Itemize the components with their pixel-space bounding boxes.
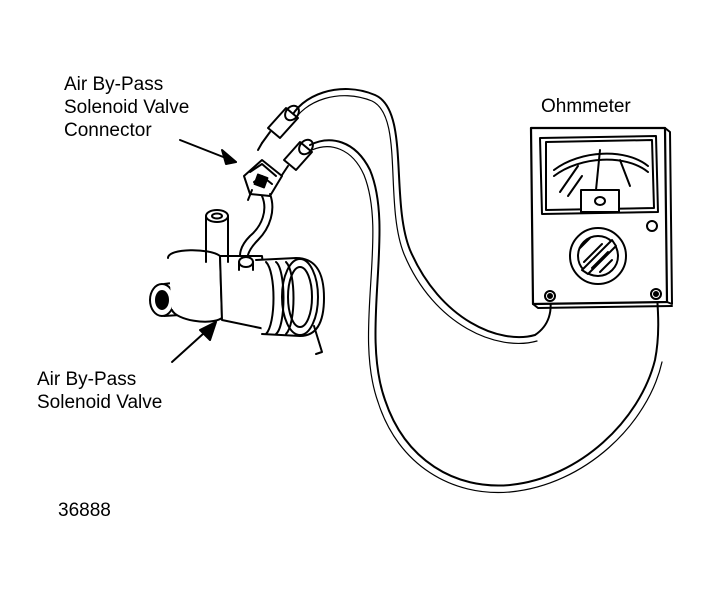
- connector-label-line-3: Connector: [64, 120, 152, 141]
- connector-harness: [239, 195, 266, 263]
- valve-label-line-1: Air By-Pass: [37, 369, 137, 390]
- ohmmeter-device: [529, 126, 673, 309]
- test-lead-left: [289, 88, 552, 339]
- terminal-left: [544, 290, 556, 302]
- connector-label: Air By-Pass Solenoid Valve Connector: [64, 73, 189, 142]
- valve-leader: [171, 321, 217, 363]
- connector-label-line-2: Solenoid Valve: [64, 97, 190, 118]
- connector-harness-2: [246, 193, 274, 265]
- figure-number: 36888: [58, 500, 111, 521]
- test-plug-upper: [257, 104, 300, 151]
- connector-label-line-1: Air By-Pass: [64, 74, 164, 95]
- test-lead-left-inner: [291, 95, 538, 345]
- ohmmeter-dial: [539, 135, 659, 215]
- connector-leader: [179, 139, 237, 165]
- valve-label-line-2: Solenoid Valve: [37, 392, 163, 413]
- test-lead-right: [309, 139, 660, 487]
- ohmmeter-label: Ohmmeter: [541, 96, 631, 117]
- valve-label: Air By-Pass Solenoid Valve: [37, 368, 162, 414]
- terminal-right: [650, 288, 662, 300]
- test-lead-right-inner: [311, 146, 663, 494]
- solenoid-valve-body: [149, 209, 325, 355]
- solenoid-connector: [243, 159, 283, 201]
- range-selector-knob: [569, 227, 627, 285]
- zero-adjust-knob: [646, 220, 658, 232]
